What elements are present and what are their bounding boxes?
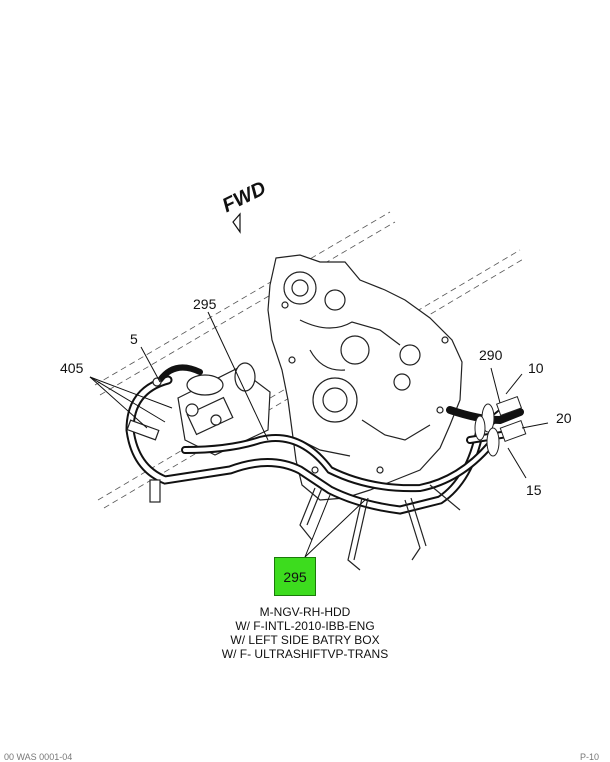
callout-15: 15 <box>526 482 542 498</box>
callout-20: 20 <box>556 410 572 426</box>
fwd-arrow <box>232 212 241 234</box>
tie-straps <box>299 484 461 571</box>
caption-line: W/ LEFT SIDE BATRY BOX <box>230 633 380 647</box>
footer-page: P-10 <box>580 752 600 762</box>
caption-line: W/ F- ULTRASHIFTVP-TRANS <box>221 647 389 661</box>
callout-295-highlight[interactable]: 295 <box>274 557 316 596</box>
leader-lines <box>89 311 549 558</box>
flywheel-housing <box>267 254 463 501</box>
caption-line: M-NGV-RH-HDD <box>259 605 351 619</box>
callout-5: 5 <box>130 331 138 347</box>
starter-motor <box>177 362 271 456</box>
callout-290: 290 <box>479 347 503 363</box>
diagram-caption: M-NGV-RH-HDD W/ F-INTL-2010-IBB-ENG W/ L… <box>200 605 410 661</box>
callout-295-top: 295 <box>193 296 217 312</box>
callout-10: 10 <box>528 360 544 376</box>
callout-295-highlight-label: 295 <box>283 568 307 585</box>
footer-doc-id: 00 WAS 0001-04 <box>4 752 73 762</box>
cable-terminals <box>474 395 527 457</box>
callout-405: 405 <box>60 360 84 376</box>
caption-line: W/ F-INTL-2010-IBB-ENG <box>235 619 375 633</box>
